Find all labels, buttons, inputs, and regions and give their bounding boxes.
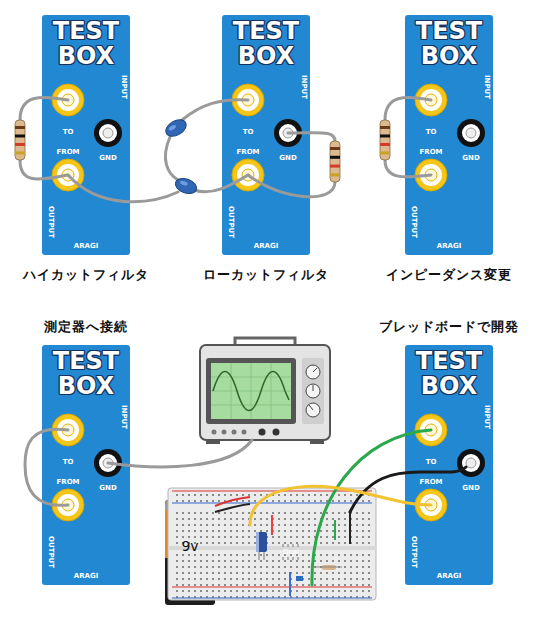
jack-label: GND xyxy=(99,484,116,492)
ic-chip: Dual xyxy=(280,547,302,557)
test-box-panel: TEST BOXINPUTTOGNDFROMOUTPUTARAGIハイカットフィ… xyxy=(42,15,130,255)
oscilloscope xyxy=(200,338,330,444)
caption-text: 測定器へ接続 xyxy=(0,319,186,335)
resistor-symbol xyxy=(330,141,340,182)
port-label: OUTPUT xyxy=(410,536,418,568)
jack-label: TO xyxy=(426,128,437,136)
brand-label: ARAGI xyxy=(74,242,99,250)
jack-label: TO xyxy=(63,128,74,136)
port-label: INPUT xyxy=(300,75,308,99)
battery-label: 9v xyxy=(165,538,215,554)
jack-label: GND xyxy=(279,154,296,162)
capacitor-symbol xyxy=(163,116,189,139)
port-label: INPUT xyxy=(120,75,128,99)
breadboard-parts xyxy=(215,497,350,596)
port-label: OUTPUT xyxy=(47,536,55,568)
brand-label: ARAGI xyxy=(74,572,99,580)
box-title: TEST BOX xyxy=(42,349,130,399)
jack-label: FROM xyxy=(56,478,79,486)
chip-label: Dual xyxy=(283,548,299,556)
caption-text: ローカットフィルタ xyxy=(166,267,366,283)
test-wires xyxy=(20,97,431,505)
test-box-panel: TEST BOXINPUTTOGNDFROMOUTPUTARAGIインピーダンス… xyxy=(405,15,493,255)
resistor-symbol xyxy=(380,120,390,160)
port-label: OUTPUT xyxy=(227,206,235,238)
box-title: TEST BOX xyxy=(222,19,310,69)
jack-label: FROM xyxy=(236,148,259,156)
caption-text: インピーダンス変更 xyxy=(349,267,539,283)
jack-label: FROM xyxy=(419,148,442,156)
box-title: TEST BOX xyxy=(405,349,493,399)
jack-label: GND xyxy=(462,154,479,162)
jack-label: TO xyxy=(243,128,254,136)
jack-label: GND xyxy=(99,154,116,162)
capacitor-symbol xyxy=(173,176,198,197)
port-label: OUTPUT xyxy=(410,206,418,238)
port-label: OUTPUT xyxy=(47,206,55,238)
port-label: INPUT xyxy=(120,405,128,429)
port-label: INPUT xyxy=(483,75,491,99)
box-title: TEST BOX xyxy=(42,19,130,69)
jack-label: TO xyxy=(63,458,74,466)
brand-label: ARAGI xyxy=(437,242,462,250)
jack-label: TO xyxy=(426,458,437,466)
filter-parts xyxy=(15,116,390,196)
jack-label: GND xyxy=(462,484,479,492)
test-box-panel: TEST BOXINPUTTOGNDFROMOUTPUTARAGIローカットフィ… xyxy=(222,15,310,255)
jack-label: FROM xyxy=(419,478,442,486)
brand-label: ARAGI xyxy=(254,242,279,250)
breadboard xyxy=(168,488,376,600)
resistor-symbol xyxy=(15,120,25,160)
breadboard-wires xyxy=(250,430,466,585)
port-label: INPUT xyxy=(483,405,491,429)
caption-text: ブレッドボードで開発 xyxy=(349,319,539,335)
brand-label: ARAGI xyxy=(437,572,462,580)
test-box-panel: TEST BOXINPUTTOGNDFROMOUTPUTARAGIブレッドボード… xyxy=(405,345,493,585)
box-title: TEST BOX xyxy=(405,19,493,69)
caption-text: ハイカットフィルタ xyxy=(0,267,186,283)
jack-label: FROM xyxy=(56,148,79,156)
